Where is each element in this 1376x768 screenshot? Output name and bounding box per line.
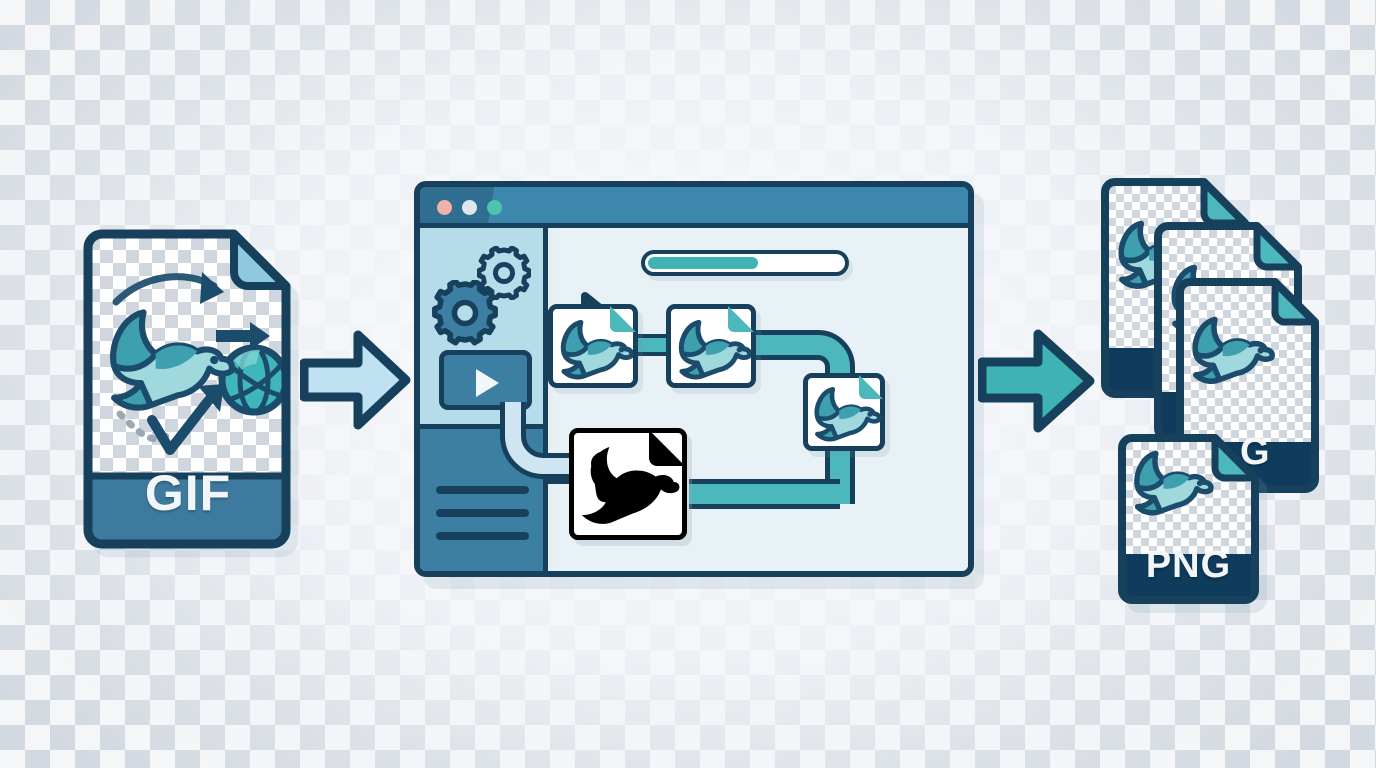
- bird-icon: [678, 319, 751, 380]
- frame-card-3[interactable]: [803, 373, 885, 451]
- frame-card-2[interactable]: [666, 304, 756, 388]
- window-sidebar: [420, 228, 548, 571]
- close-dot[interactable]: [437, 200, 452, 215]
- window-content: [500, 228, 968, 571]
- bird-icon: [560, 319, 633, 380]
- frame-card-silhouette[interactable]: [569, 428, 687, 540]
- png-card-front-label: PNG: [1145, 543, 1232, 586]
- pipe-silhouette-to-frame3: [689, 474, 879, 514]
- bird-icon: [814, 387, 882, 442]
- corner-fold-icon: [859, 375, 883, 399]
- pipe-frame2-to-frame3: [738, 324, 868, 424]
- arrow-right-in: [300, 327, 412, 433]
- window-titlebar: [420, 187, 968, 228]
- png-card-front[interactable]: PNG: [1117, 434, 1259, 604]
- video-thumbnail[interactable]: [439, 350, 532, 410]
- frame-card-1[interactable]: [548, 304, 638, 388]
- sidebar-curve-connector: [491, 398, 611, 508]
- source-gif-file[interactable]: GIF: [74, 224, 296, 549]
- progress-bar-fill: [648, 257, 758, 269]
- progress-bar[interactable]: [641, 250, 849, 276]
- corner-fold-icon: [610, 306, 636, 332]
- list-line: [436, 509, 529, 517]
- list-line: [436, 486, 529, 494]
- dove-silhouette-icon: [581, 447, 680, 524]
- arrow-right-out: [978, 326, 1096, 436]
- pipe-frame1-frame2: [638, 334, 666, 356]
- maximize-dot[interactable]: [487, 200, 502, 215]
- gif-file-svg: [83, 229, 291, 549]
- corner-fold-icon: [728, 306, 754, 332]
- play-icon: [476, 369, 499, 397]
- gear-small-icon: [477, 246, 531, 300]
- gif-file-label: GIF: [144, 465, 232, 521]
- converter-app-window[interactable]: [414, 181, 974, 577]
- corner-fold-icon: [649, 430, 685, 466]
- gear-large-icon: [432, 280, 498, 346]
- list-line: [436, 532, 529, 540]
- minimize-dot[interactable]: [462, 200, 477, 215]
